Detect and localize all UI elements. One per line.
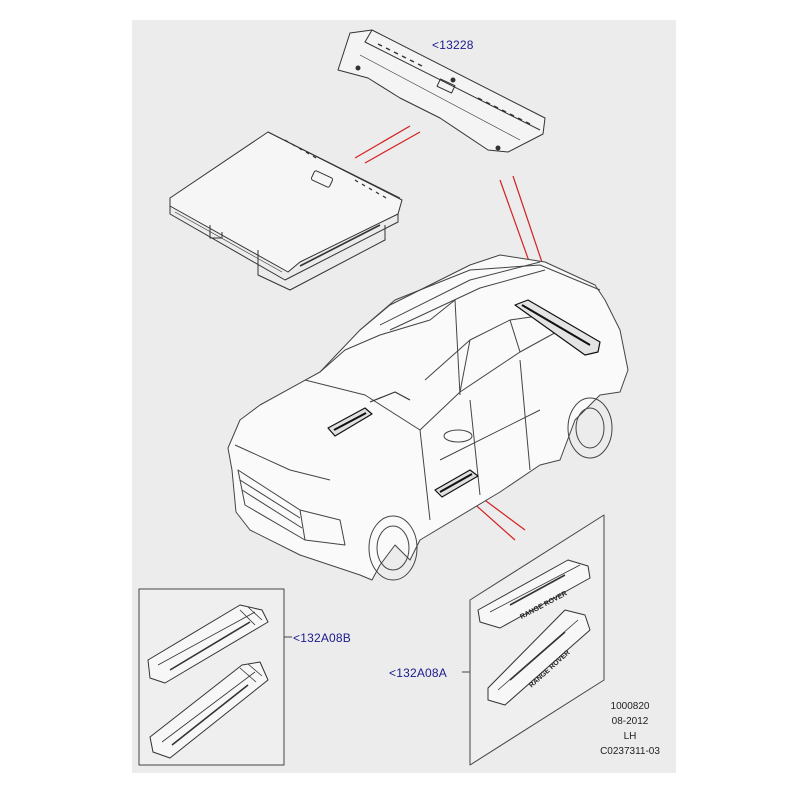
vehicle-outline: [227, 254, 629, 581]
side-label: LH: [623, 731, 637, 742]
illustration-code: C0237311-03: [600, 746, 660, 757]
callout-132a08a[interactable]: <132A08A: [389, 666, 447, 680]
ref-number: 1000820: [610, 701, 650, 712]
detail-box-b: [138, 588, 292, 766]
loadspace-floor-panel: [169, 131, 403, 291]
date-code: 08-2012: [611, 716, 649, 727]
highlight-parts-on-vehicle: [327, 299, 601, 498]
callout-13228[interactable]: <13228: [432, 38, 474, 52]
detail-box-a: [462, 514, 605, 766]
callout-132a08b[interactable]: <132A08B: [293, 631, 351, 645]
loadspace-trim-panel: [337, 29, 546, 153]
